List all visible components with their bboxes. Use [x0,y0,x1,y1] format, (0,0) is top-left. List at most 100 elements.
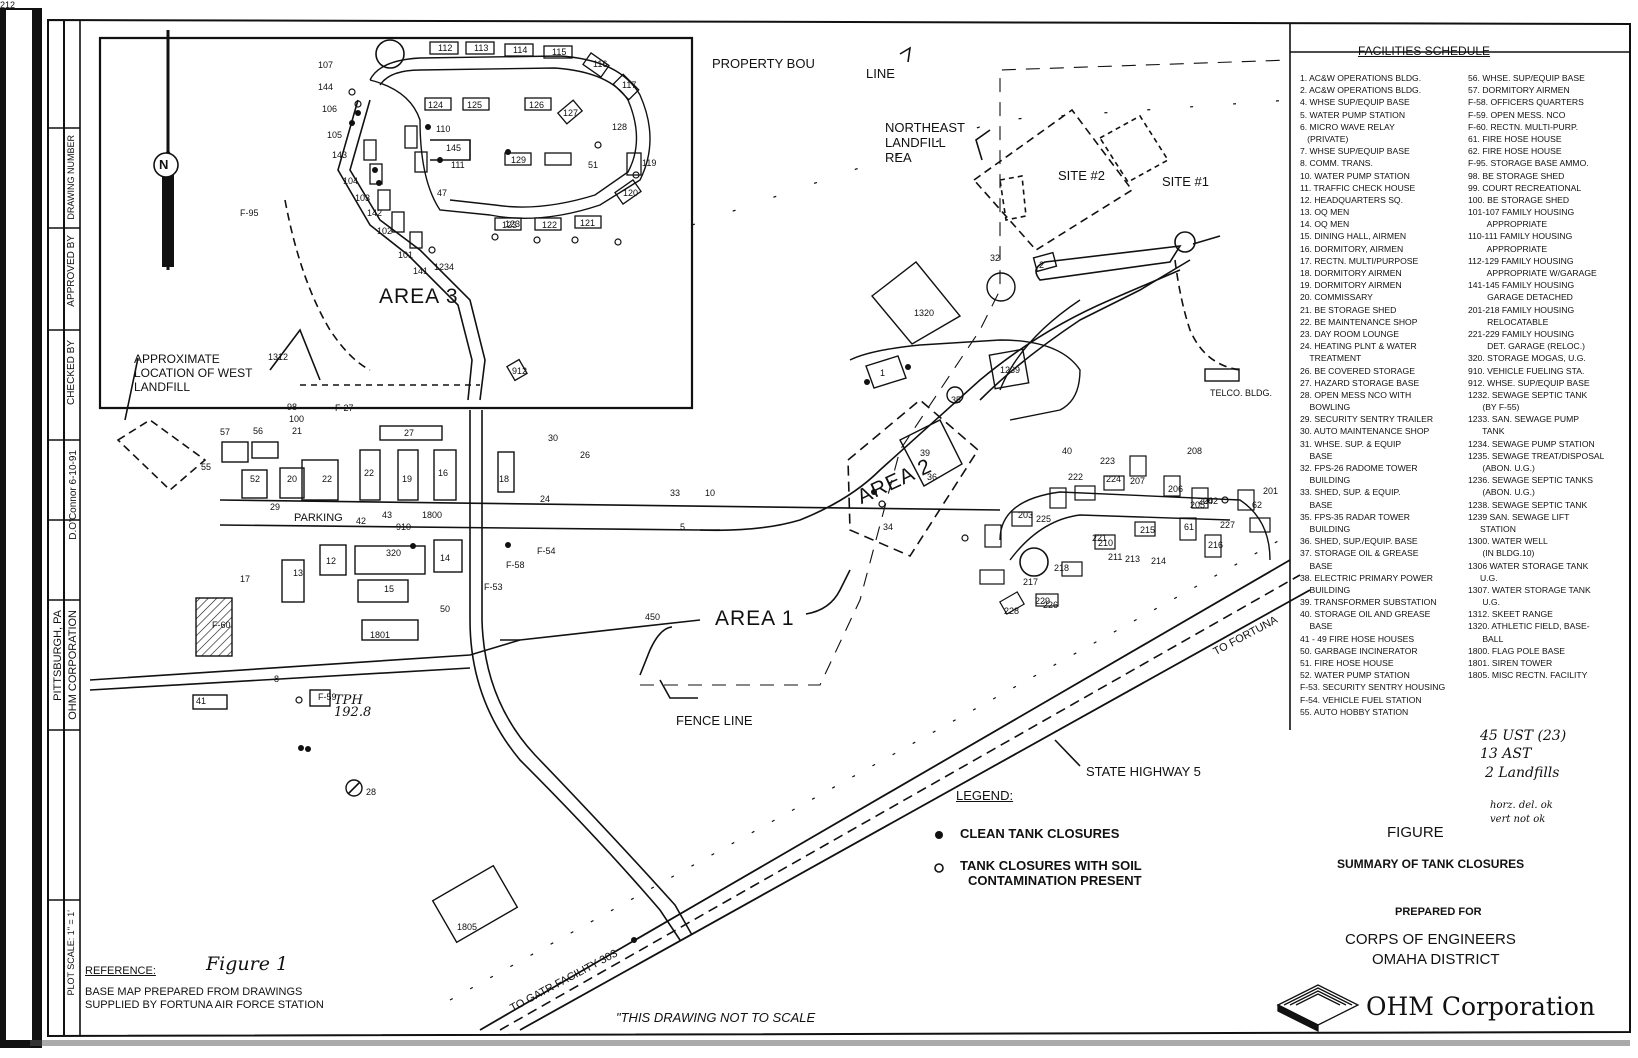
building-number: 129 [511,155,527,165]
building-number: F-53 [484,582,503,592]
schedule-entry: 24. HEATING PLNT & WATER [1300,341,1417,352]
schedule-column-1: 1. AC&W OPERATIONS BLDG.2. AC&W OPERATIO… [1300,72,1445,718]
schedule-entry: DET. GARAGE (RELOC.) [1468,341,1585,352]
building-number: 28 [366,787,377,797]
building-number: 24 [540,494,551,504]
building-number: 910 [396,522,412,532]
schedule-entry: TANK [1468,426,1505,437]
building-number: 228 [1004,606,1020,616]
schedule-entry: BASE [1300,621,1333,632]
building-number: 10 [705,488,716,498]
schedule-entry: 62. FIRE HOSE HOUSE [1468,146,1562,157]
building-number: 112 [438,43,453,53]
building-number: 206 [1168,484,1184,494]
schedule-entry: 39. TRANSFORMER SUBSTATION [1300,597,1437,608]
building-number: 32 [990,253,1001,263]
building-number: 117 [622,80,637,90]
fence-line-label: FENCE LINE [676,713,753,728]
legend-contam-2: CONTAMINATION PRESENT [968,873,1142,888]
side-company: OHM CORPORATION [67,610,79,720]
schedule-entry: 20. COMMISSARY [1300,292,1373,303]
building-number: 47 [437,188,448,198]
building-number: 450 [645,612,661,622]
building-number: 213 [1125,554,1141,564]
schedule-entry: 1236. SEWAGE SEPTIC TANKS [1468,475,1593,486]
property-boundary-label: PROPERTY BOU [712,56,815,71]
schedule-entry: 33. SHED, SUP. & EQUIP. [1300,487,1401,498]
schedule-entry: 26. BE COVERED STORAGE [1300,365,1415,376]
schedule-entry: U.G. [1468,572,1498,583]
building-number: 145 [446,143,462,153]
figure1-note: Figure 1 [206,953,289,975]
building-number: 18 [499,474,510,484]
schedule-entry: 11. TRAFFIC CHECK HOUSE [1300,182,1416,193]
building-number: 143 [332,150,348,160]
building-number: 62 [1252,500,1263,510]
schedule-entry: (ABON. U.G.) [1468,463,1535,473]
building-number: 113 [474,43,489,53]
schedule-entry: (ABON. U.G.) [1468,487,1535,498]
building-number: 103 [355,193,371,203]
building-number: 29 [270,502,281,512]
northeast-landfill-label: NORTHEAST LANDFILL REA [885,120,965,165]
building-number: 50 [440,604,451,614]
reference-line1: BASE MAP PREPARED FROM DRAWINGS [85,986,303,998]
building-number: 119 [642,158,657,168]
schedule-entry: 23. DAY ROOM LOUNGE [1300,328,1400,339]
schedule-entry: 1238. SEWAGE SEPTIC TANK [1468,499,1588,510]
legend-title: LEGEND: [956,788,1014,803]
schedule-entry: 1233. SAN. SEWAGE PUMP [1468,414,1579,425]
schedule-entry: 40. STORAGE OIL AND GREASE [1300,609,1431,620]
schedule-entry: 1307. WATER STORAGE TANK [1468,584,1591,595]
building-number: 212 [0,0,16,10]
building-number: 127 [563,108,579,118]
building-number: 1800 [422,510,443,520]
schedule-entry: 38. ELECTRIC PRIMARY POWER [1300,572,1433,583]
building-number: 17 [240,574,251,584]
building-number: 57 [220,427,231,437]
building-number: 40 [1062,446,1073,456]
building-number: 39 [920,448,931,458]
schedule-entry: BASE [1300,499,1333,510]
schedule-entry: 55. AUTO HOBBY STATION [1300,706,1409,717]
building-number: 218 [1054,563,1070,573]
schedule-entry: 28. OPEN MESS NCO WITH [1300,389,1412,400]
schedule-entry: 37. STORAGE OIL & GREASE [1300,548,1419,559]
building-number: 104 [343,176,359,186]
schedule-entry: 1312. SKEET RANGE [1468,609,1553,620]
building-number: F-95 [240,208,259,218]
building-number: 125 [467,100,483,110]
building-number: 100 [289,414,305,424]
schedule-entry: 12. HEADQUARTERS SQ. [1300,194,1403,205]
drawn-by: D.O'Connor 6-10-91 [68,450,79,540]
site2-label: SITE #2 [1058,168,1105,183]
schedule-entry: 8. COMM. TRANS. [1300,158,1373,169]
schedule-entry: 141-145 FAMILY HOUSING [1468,280,1575,291]
building-number: 12 [326,556,337,566]
building-number: 114 [513,45,528,55]
schedule-entry: 61. FIRE HOSE HOUSE [1468,133,1562,144]
building-number: 223 [1100,456,1116,466]
building-number: 208 [1187,446,1203,456]
building-number: 221 [1092,533,1108,543]
building-number: 41 [196,696,207,706]
schedule-entry: APPROPRIATE [1468,243,1548,254]
schedule-entry: RELOCATABLE [1468,316,1549,327]
site1-label: SITE #1 [1162,174,1209,189]
schedule-entry: BOWLING [1300,402,1351,413]
schedule-entry: 1300. WATER WELL [1468,536,1548,547]
building-number: 1801 [370,630,391,640]
schedule-entry: 35. FPS-35 RADAR TOWER [1300,511,1410,522]
handwritten-note-ust: 45 UST (23) [1480,728,1567,744]
handwritten-note-ast: 13 AST [1480,746,1532,762]
schedule-entry: BASE [1300,450,1333,461]
schedule-entry: 17. RECTN. MULTI/PURPOSE [1300,255,1419,266]
schedule-entry: 31. WHSE. SUP. & EQUIP [1300,438,1402,449]
schedule-entry: 22. BE MAINTENANCE SHOP [1300,316,1418,327]
client-line-2: OMAHA DISTRICT [1372,951,1500,968]
building-number: 26 [580,450,591,460]
building-number: 1239 [1000,365,1021,375]
building-number: 110 [436,124,451,134]
schedule-entry: 221-229 FAMILY HOUSING [1468,328,1575,339]
